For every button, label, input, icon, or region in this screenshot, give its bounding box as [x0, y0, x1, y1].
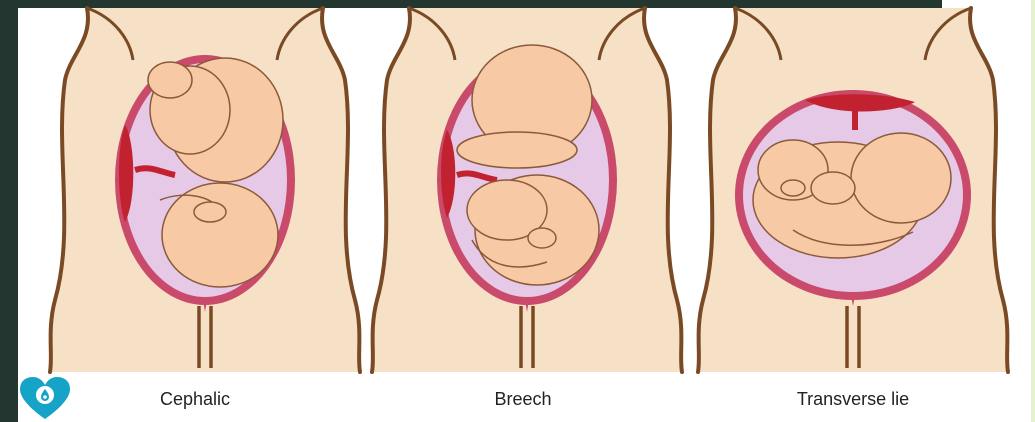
heart-drop-icon: [20, 377, 70, 421]
breech-label: Breech: [494, 389, 551, 410]
transverse-lie-label: Transverse lie: [797, 389, 909, 410]
transverse-figure: [698, 8, 1008, 372]
cephalic-figure: [50, 8, 360, 372]
cephalic-label: Cephalic: [160, 389, 230, 410]
breech-figure: [372, 8, 682, 372]
